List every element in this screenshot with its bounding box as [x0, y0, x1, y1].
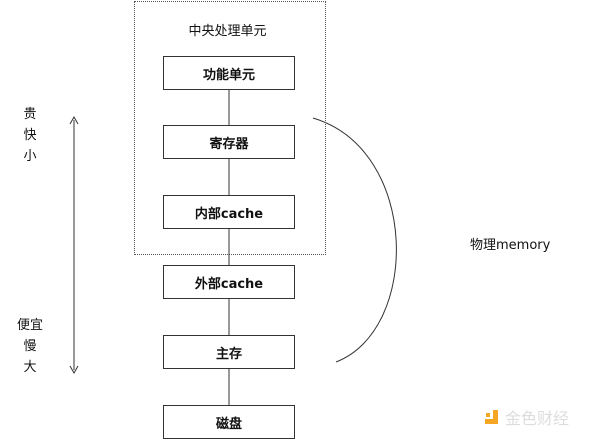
label-small: 小 — [23, 149, 37, 164]
watermark-text: 金色财经 — [505, 409, 570, 428]
watermark: 金色财经 — [484, 405, 569, 429]
level-main-memory: 主存 — [163, 335, 295, 369]
memory-bracket-curve — [312, 117, 397, 363]
watermark-logo-icon — [485, 410, 498, 424]
level-registers: 寄存器 — [163, 125, 295, 159]
cpu-boundary — [134, 1, 326, 255]
bottom-side-labels: 便宜 慢 大 — [10, 315, 50, 378]
label-large: 大 — [23, 360, 37, 375]
level-external-cache: 外部cache — [163, 265, 295, 299]
physical-memory-label: 物理memory — [470, 238, 551, 253]
label-slow: 慢 — [23, 339, 37, 354]
level-internal-cache: 内部cache — [163, 195, 295, 229]
level-disk: 磁盘 — [163, 405, 295, 439]
arrow-up-head — [69, 115, 79, 125]
arrow-down-head — [69, 365, 79, 375]
level-functional-unit: 功能单元 — [163, 56, 295, 90]
label-fast: 快 — [23, 128, 37, 143]
label-cheap: 便宜 — [16, 318, 43, 333]
cpu-label: 中央处理单元 — [188, 24, 267, 39]
label-expensive: 贵 — [23, 107, 37, 122]
top-side-labels: 贵 快 小 — [20, 104, 40, 167]
